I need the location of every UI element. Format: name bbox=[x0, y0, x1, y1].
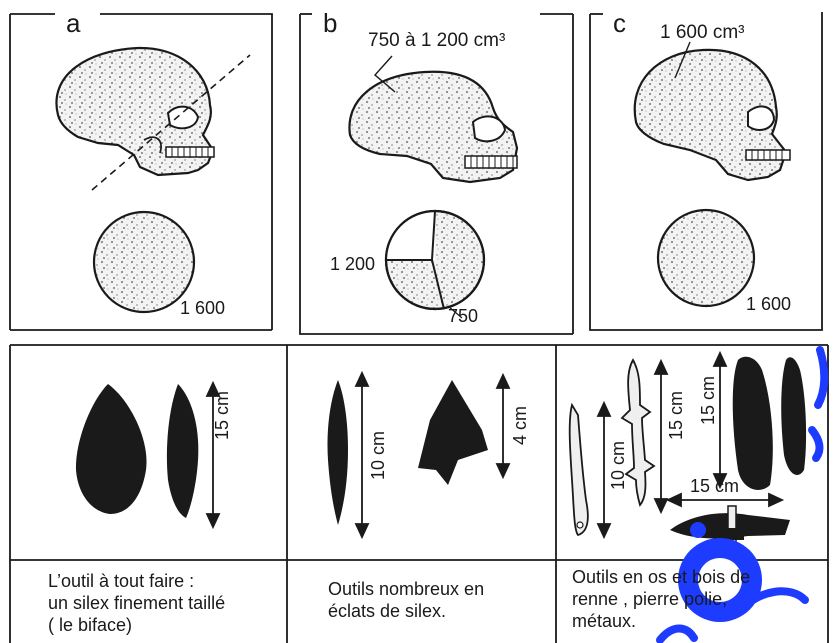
panel-c-volume: 1 600 cm³ bbox=[660, 22, 744, 44]
caption-bone-line-2: renne , pierre polie, bbox=[572, 588, 750, 610]
bone-awl bbox=[570, 405, 588, 535]
dim-arrow-4cm bbox=[497, 375, 509, 477]
caption-bone-line-3: métaux. bbox=[572, 610, 750, 632]
dimension-15cm-polished: 15 cm bbox=[698, 376, 719, 425]
polished-stone-axe-2 bbox=[781, 357, 806, 475]
polished-stone-axe-1 bbox=[733, 357, 773, 490]
dimension-10cm-flake: 10 cm bbox=[368, 431, 389, 480]
caption-flakes-line-1: Outils nombreux en bbox=[328, 578, 484, 600]
caption-biface-line-2: un silex finement taillé bbox=[48, 592, 225, 614]
caption-flakes: Outils nombreux en éclats de silex. bbox=[328, 578, 484, 622]
caption-biface-line-1: L’outil à tout faire : bbox=[48, 570, 225, 592]
dimension-15cm-metal: 15 cm bbox=[690, 476, 739, 497]
skull-a-circle bbox=[94, 212, 194, 312]
caption-biface: L’outil à tout faire : un silex finement… bbox=[48, 570, 225, 636]
caption-bone-line-1: Outils en os et bois de bbox=[572, 566, 750, 588]
skull-c-circle bbox=[658, 210, 754, 306]
panel-a-circle-value: 1 600 bbox=[180, 298, 225, 319]
caption-biface-line-3: ( le biface) bbox=[48, 614, 225, 636]
skull-b-drawing bbox=[349, 72, 517, 182]
dimension-4cm-flake: 4 cm bbox=[510, 406, 531, 445]
dimension-10cm-bone: 10 cm bbox=[608, 441, 629, 490]
flake-point bbox=[418, 380, 488, 485]
dimension-15cm-harpoon: 15 cm bbox=[666, 391, 687, 440]
panel-b-circle-value-750: 750 bbox=[448, 306, 478, 327]
panel-b-letter: b bbox=[323, 8, 337, 39]
bone-awl-hole bbox=[577, 522, 583, 528]
dim-arrow-10cm bbox=[356, 373, 368, 537]
caption-bone-stone-metal: Outils en os et bois de renne , pierre p… bbox=[572, 566, 750, 632]
panel-a-letter: a bbox=[66, 8, 80, 39]
dimension-15cm-biface: 15 cm bbox=[212, 391, 233, 440]
biface-front bbox=[76, 384, 147, 514]
panel-c-letter: c bbox=[613, 8, 626, 39]
panel-b-circle-value-1200: 1 200 bbox=[330, 254, 375, 275]
flake-blade bbox=[327, 380, 348, 525]
caption-flakes-line-2: éclats de silex. bbox=[328, 600, 484, 622]
panel-b-volume: 750 à 1 200 cm³ bbox=[368, 30, 505, 52]
skull-c-drawing bbox=[635, 50, 790, 180]
skull-b-pie bbox=[386, 211, 484, 318]
biface-side bbox=[167, 384, 198, 518]
panel-c-circle-value: 1 600 bbox=[746, 294, 791, 315]
skull-a-drawing bbox=[56, 48, 214, 175]
